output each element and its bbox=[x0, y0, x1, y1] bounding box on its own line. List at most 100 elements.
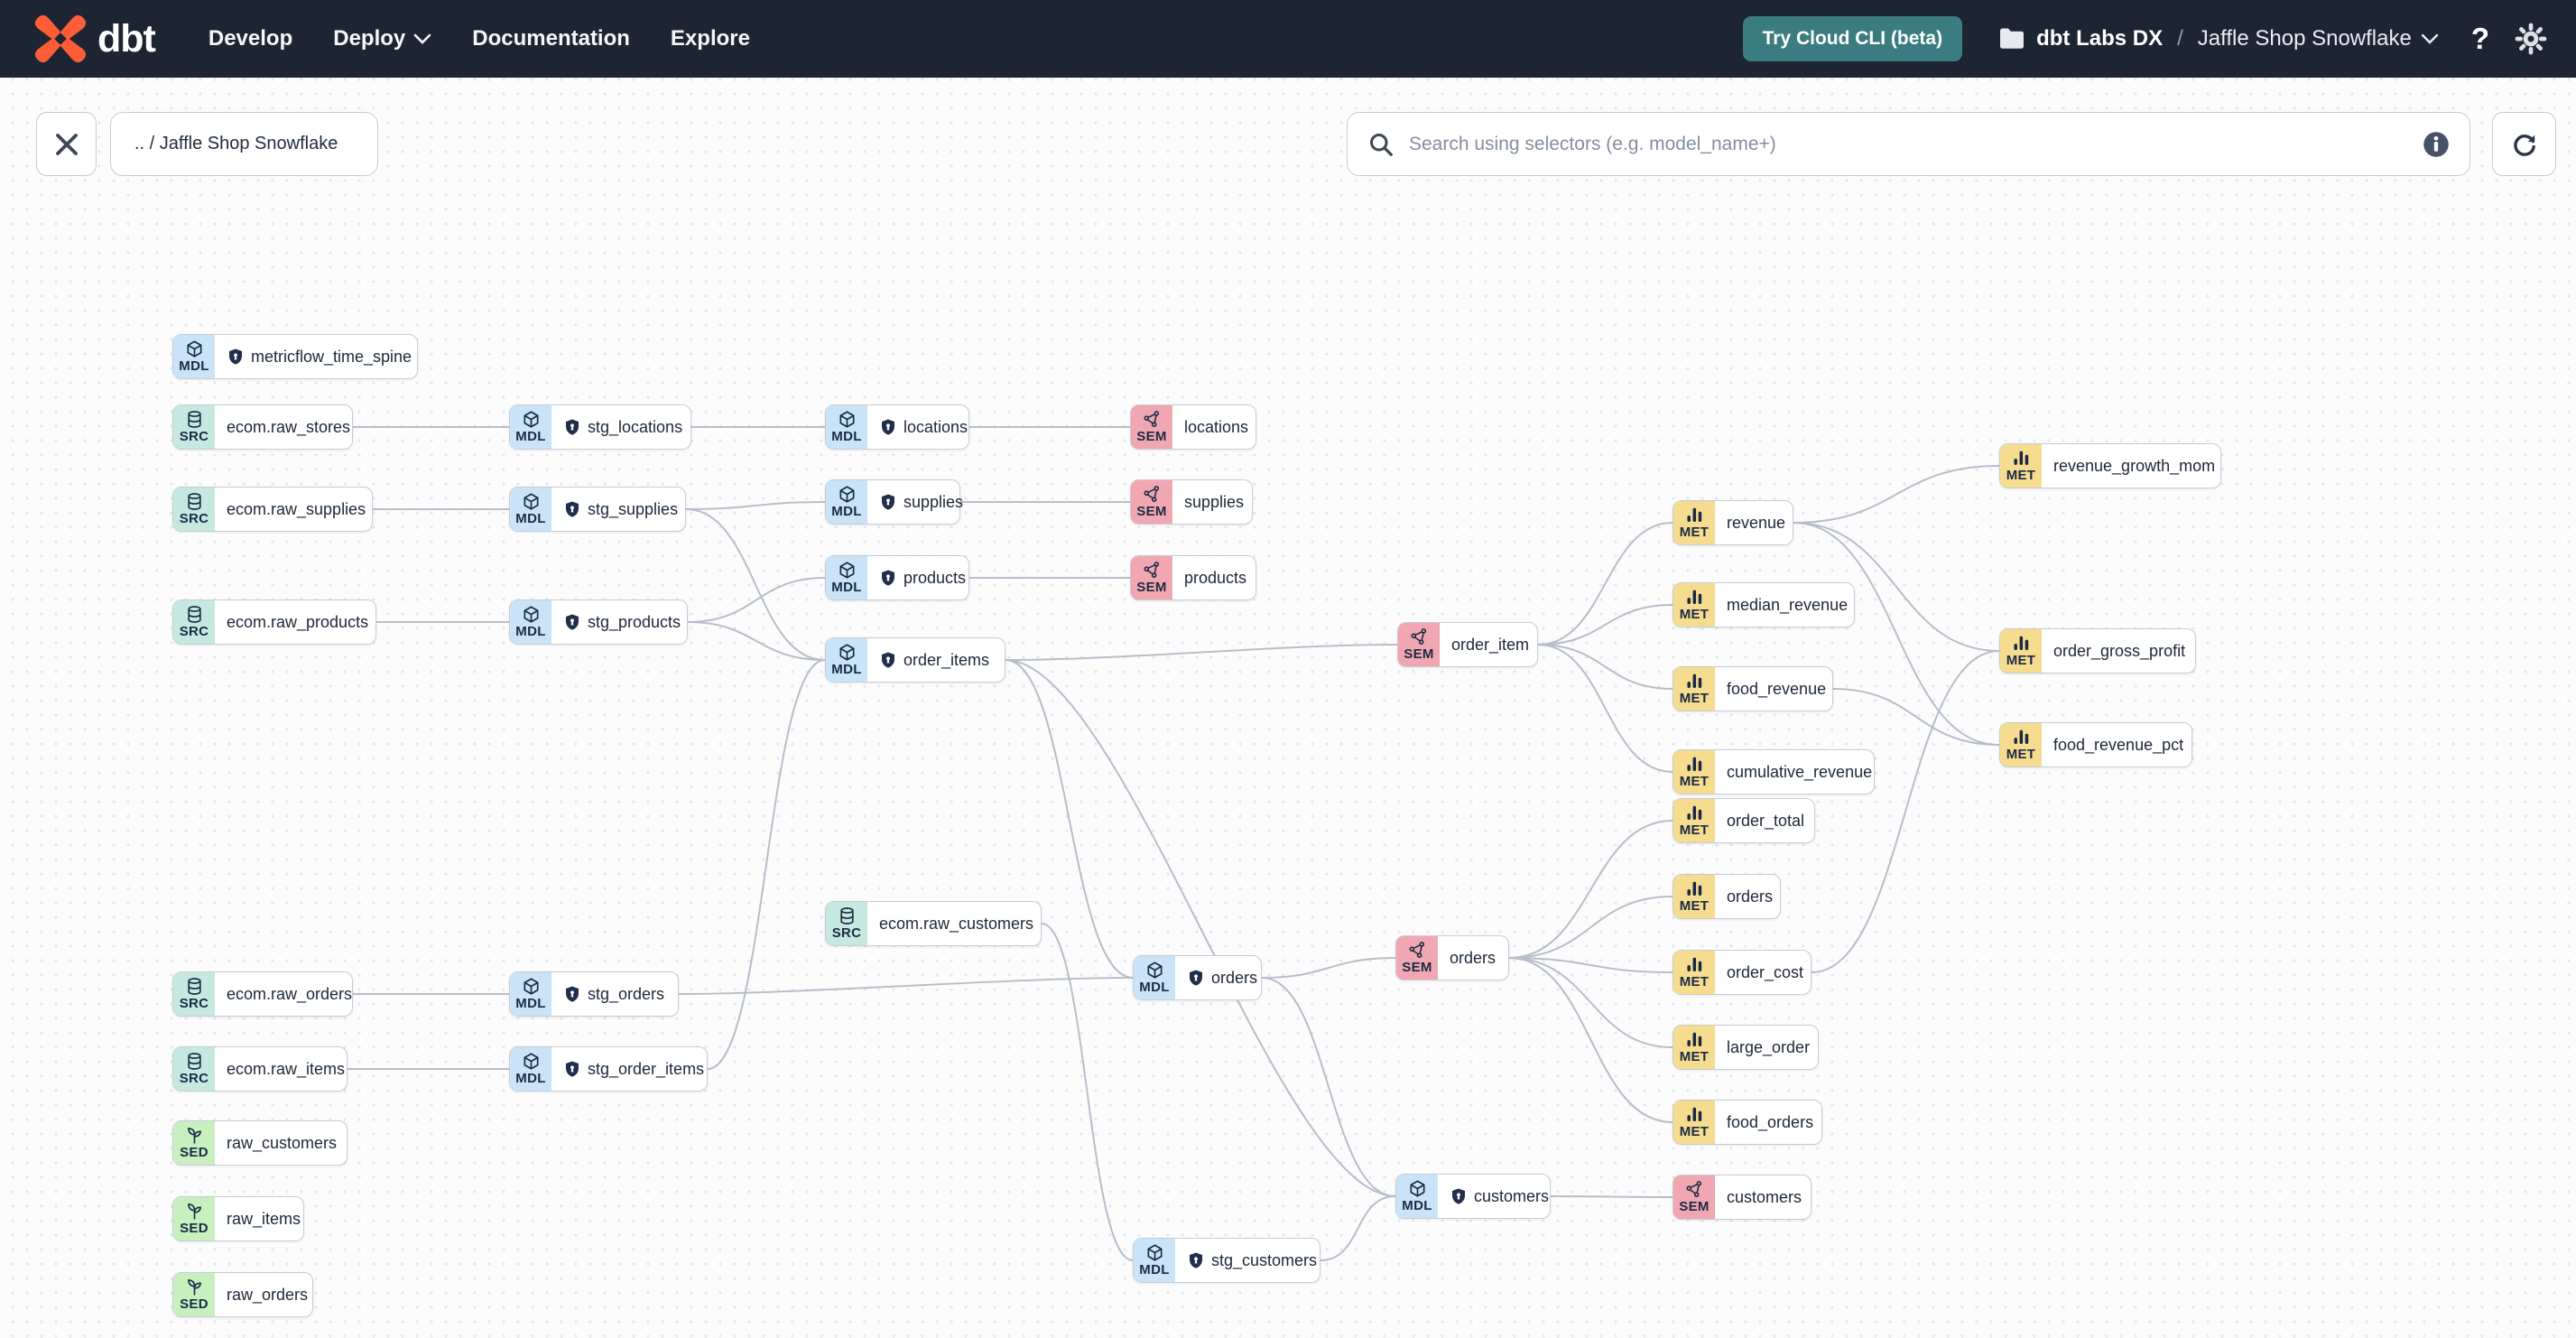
contract-shield-icon bbox=[566, 614, 579, 630]
badge-label: MDL bbox=[831, 504, 862, 520]
metric-chart-icon bbox=[1686, 805, 1701, 821]
nav-item-documentation[interactable]: Documentation bbox=[472, 26, 630, 51]
semantic-badge: SEM bbox=[1396, 936, 1438, 980]
model-badge: MDL bbox=[173, 335, 215, 378]
metric-badge: MET bbox=[2000, 444, 2042, 488]
badge-label: SED bbox=[180, 1296, 208, 1313]
edge-stg_supplies-to-supplies bbox=[685, 501, 826, 510]
badge-label: SRC bbox=[831, 925, 862, 942]
contract-shield-icon bbox=[566, 986, 579, 1002]
node-label: raw_items bbox=[215, 1197, 312, 1240]
project-selector[interactable]: Jaffle Shop Snowflake bbox=[2198, 26, 2439, 51]
node-label: stg_supplies bbox=[551, 488, 690, 531]
node-label: stg_order_items bbox=[551, 1047, 716, 1091]
badge-label: MDL bbox=[515, 511, 546, 527]
source-badge: SRC bbox=[826, 902, 867, 945]
nav-item-explore[interactable]: Explore bbox=[670, 26, 750, 51]
info-icon[interactable] bbox=[2423, 131, 2450, 158]
close-lineage-button[interactable] bbox=[36, 112, 97, 176]
dbt-logo[interactable]: dbt bbox=[32, 11, 156, 67]
node-label: raw_orders bbox=[215, 1273, 320, 1316]
contract-shield-icon bbox=[1452, 1188, 1465, 1204]
metric-chart-icon bbox=[1686, 507, 1701, 523]
badge-label: SED bbox=[180, 1221, 208, 1237]
help-icon[interactable]: ? bbox=[2470, 22, 2489, 55]
node-label-text: ecom.raw_items bbox=[227, 1059, 346, 1078]
nav-item-develop[interactable]: Develop bbox=[208, 26, 293, 51]
refresh-lineage-button[interactable] bbox=[2492, 112, 2556, 176]
node-label-text: supplies bbox=[1184, 492, 1245, 511]
seed-sprout-icon bbox=[187, 1279, 201, 1296]
badge-label: SEM bbox=[1136, 429, 1167, 445]
org-name[interactable]: dbt Labs DX bbox=[2036, 26, 2164, 51]
lineage-breadcrumb[interactable]: .. / Jaffle Shop Snowflake bbox=[110, 112, 378, 176]
badge-label: MDL bbox=[831, 662, 862, 678]
node-label-text: ecom.raw_supplies bbox=[227, 499, 366, 518]
node-label-text: food_revenue bbox=[1727, 679, 1827, 698]
node-label-text: order_total bbox=[1727, 811, 1805, 830]
node-label: locations bbox=[1172, 405, 1260, 449]
badge-label: MET bbox=[1679, 822, 1710, 839]
badge-label: SRC bbox=[179, 624, 209, 640]
nav-item-deploy[interactable]: Deploy bbox=[333, 26, 431, 51]
gear-icon[interactable] bbox=[2513, 21, 2549, 57]
badge-label: MDL bbox=[831, 580, 862, 596]
node-order_total[interactable]: MET order_total bbox=[1673, 798, 1815, 843]
edge-orders-to-orders_sem bbox=[1261, 957, 1396, 979]
edge-stg_supplies-to-order_items bbox=[685, 508, 826, 661]
edge-stg_products-to-products bbox=[687, 577, 826, 623]
node-label-text: revenue_growth_mom bbox=[2053, 456, 2216, 475]
model-cube-icon bbox=[1146, 962, 1163, 979]
node-label-text: stg_customers bbox=[1211, 1250, 1318, 1269]
edge-food_revenue-to-food_revenue_pct bbox=[1832, 688, 2000, 746]
try-cloud-cli-button[interactable]: Try Cloud CLI (beta) bbox=[1742, 16, 1963, 61]
node-label: revenue_growth_mom bbox=[2042, 444, 2227, 488]
lineage-edges-layer bbox=[347, 425, 2000, 1261]
node-label: median_revenue bbox=[1715, 583, 1859, 627]
metric-chart-icon bbox=[1686, 881, 1701, 897]
selector-search-input[interactable] bbox=[1407, 132, 2410, 156]
badge-label: SEM bbox=[1136, 504, 1167, 520]
node-supplies_sem[interactable]: SEM supplies bbox=[1130, 479, 1253, 525]
seed-badge: SED bbox=[173, 1197, 215, 1240]
node-revenue_growth_mom[interactable]: MET revenue_growth_mom bbox=[1999, 443, 2221, 488]
